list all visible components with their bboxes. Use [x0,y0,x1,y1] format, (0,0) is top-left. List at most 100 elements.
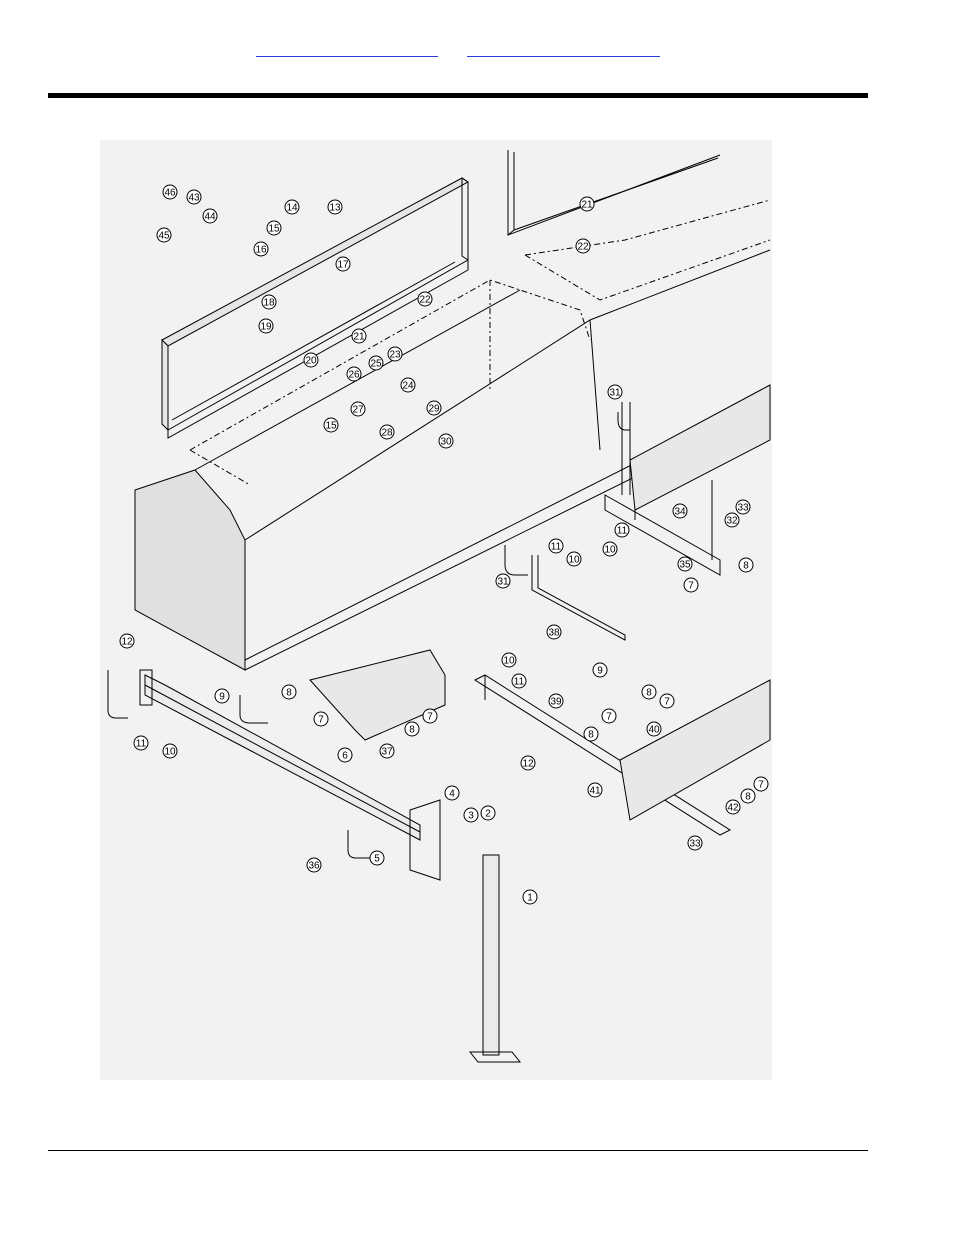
callout-number: 43 [188,193,200,204]
callout-part-32: 32 [725,513,739,527]
callout-number: 29 [428,404,440,415]
callout-number: 23 [389,350,401,361]
callout-part-31-2: 31 [496,574,510,588]
header-link-a[interactable] [256,44,438,57]
callout-part-10-4: 10 [502,653,516,667]
callout-number: 45 [158,231,170,242]
callout-part-30: 30 [439,434,453,448]
callout-part-18: 18 [262,295,276,309]
callout-part-8-6: 8 [741,789,755,803]
callout-part-38: 38 [547,625,561,639]
callout-part-13: 13 [328,200,342,214]
callout-number: 44 [204,212,216,223]
callout-part-22-1: 22 [418,292,432,306]
callout-number: 8 [588,730,594,741]
callout-number: 9 [219,692,225,703]
callout-part-28: 28 [380,425,394,439]
callout-part-4: 4 [445,786,459,800]
callout-number: 39 [550,697,562,708]
callout-part-11-1: 11 [615,523,629,537]
callout-number: 2 [485,809,491,820]
callout-number: 10 [164,747,176,758]
header-link-b[interactable] [467,44,660,57]
callout-part-7-3: 7 [423,709,437,723]
callout-part-12-2: 12 [521,756,535,770]
callout-number: 16 [255,245,267,256]
callout-part-23: 23 [388,347,402,361]
callout-part-35: 35 [678,557,692,571]
callout-part-10-3: 10 [163,744,177,758]
callout-number: 33 [737,503,749,514]
callout-number: 7 [606,712,612,723]
footer-rule [48,1150,868,1151]
callout-number: 10 [568,555,580,566]
callout-number: 9 [597,666,603,677]
callout-part-10-2: 10 [567,552,581,566]
callout-part-7-4: 7 [660,694,674,708]
callout-part-11-4: 11 [512,674,526,688]
callout-part-1: 1 [523,890,537,904]
callout-part-20: 20 [304,353,318,367]
callout-part-37: 37 [380,744,394,758]
callout-number: 31 [609,388,621,399]
callout-number: 3 [468,811,474,822]
callout-part-11-3: 11 [134,736,148,750]
callout-part-25: 25 [369,356,383,370]
callout-part-7-2: 7 [314,712,328,726]
callout-number: 28 [381,428,393,439]
callout-part-8-4: 8 [642,685,656,699]
callout-number: 14 [286,203,298,214]
callout-part-24: 24 [401,378,415,392]
callout-number: 11 [551,542,562,553]
callout-number: 18 [263,298,275,309]
callout-number: 7 [664,697,670,708]
callout-number: 19 [260,322,272,333]
callout-part-15-2: 15 [324,418,338,432]
callout-part-36: 36 [307,858,321,872]
callout-number: 6 [342,751,348,762]
callout-number: 4 [449,789,455,800]
callout-number: 10 [503,656,515,667]
callout-number: 1 [527,893,533,904]
callout-part-10-1: 10 [603,542,617,556]
callout-number: 13 [329,203,341,214]
callout-number: 12 [522,759,534,770]
callout-part-33-1: 33 [736,500,750,514]
callout-number: 22 [419,295,431,306]
callout-part-43: 43 [187,190,201,204]
callout-number: 7 [688,581,694,592]
callout-part-46: 46 [163,185,177,199]
callout-part-19: 19 [259,319,273,333]
callout-part-42: 42 [726,800,740,814]
callout-number: 7 [427,712,433,723]
callout-part-11-2: 11 [549,539,563,553]
callout-number: 21 [353,332,365,343]
callout-number: 10 [604,545,616,556]
callout-number: 36 [308,861,320,872]
callout-number: 46 [164,188,176,199]
callout-part-7-5: 7 [602,709,616,723]
callout-number: 25 [370,359,382,370]
callout-part-41: 41 [588,783,602,797]
callout-number: 30 [440,437,452,448]
callout-part-9-1: 9 [215,689,229,703]
callout-part-8-1: 8 [739,558,753,572]
callout-number: 8 [745,792,751,803]
callout-part-29: 29 [427,401,441,415]
callout-part-14: 14 [285,200,299,214]
callout-number: 11 [514,677,525,688]
callout-part-26: 26 [347,367,361,381]
callout-part-40: 40 [647,722,661,736]
callout-part-21-1: 21 [352,329,366,343]
callout-part-5: 5 [370,851,384,865]
callout-part-2: 2 [481,806,495,820]
callout-number: 8 [743,561,749,572]
callout-part-39: 39 [549,694,563,708]
callout-part-33-2: 33 [688,836,702,850]
callout-part-7-1: 7 [684,578,698,592]
callout-number: 31 [497,577,509,588]
callout-number: 33 [689,839,701,850]
callout-part-3: 3 [464,808,478,822]
callout-number: 17 [337,260,349,271]
